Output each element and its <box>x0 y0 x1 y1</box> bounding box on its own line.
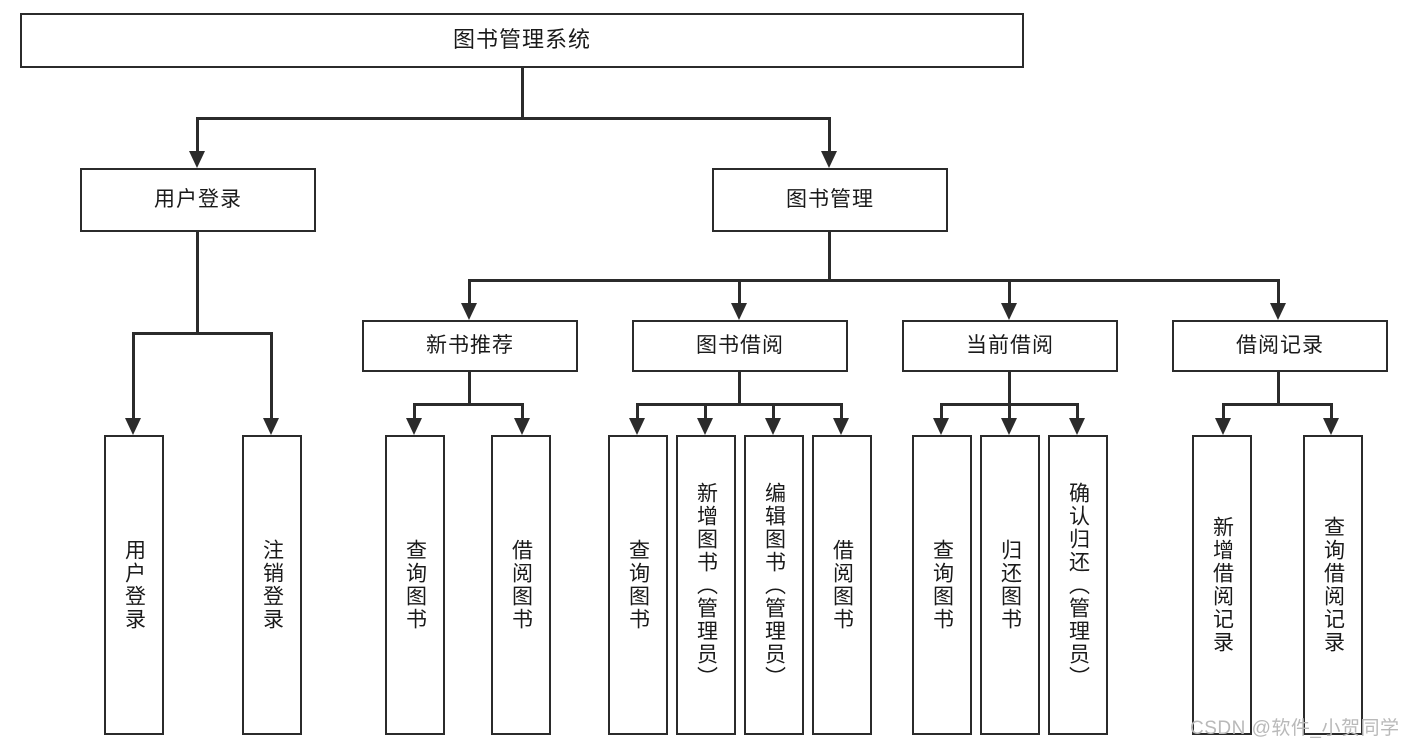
node-label: 新增图书（管理员） <box>694 481 718 689</box>
node-label: 图书借阅 <box>696 334 784 358</box>
arrowhead-cb-leaf-1 <box>933 418 949 435</box>
connector-bb-to-leaf-2 <box>704 403 707 418</box>
arrowhead-cb-leaf-2 <box>1001 418 1017 435</box>
leaf-query-book-1[interactable]: 查询图书 <box>385 435 445 735</box>
arrowhead-to-user-login <box>189 151 205 168</box>
connector-bb-to-leaf-1 <box>636 403 639 418</box>
arrowhead-to-leaf-user-logout <box>263 418 279 435</box>
connector-user-login-to-leaf-1 <box>132 332 135 418</box>
leaf-add-book[interactable]: 新增图书（管理员） <box>676 435 736 735</box>
connector-user-login-bus <box>132 332 273 335</box>
node-root-book-management-system[interactable]: 图书管理系统 <box>20 13 1024 68</box>
node-user-login[interactable]: 用户登录 <box>80 168 316 232</box>
connector-cb-to-leaf-3 <box>1076 403 1079 418</box>
node-label: 新增借阅记录 <box>1210 516 1234 654</box>
arrowhead-to-current-borrow <box>1001 303 1017 320</box>
arrowhead-br-leaf-2 <box>1323 418 1339 435</box>
arrowhead-bb-leaf-1 <box>629 418 645 435</box>
leaf-user-logout[interactable]: 注销登录 <box>242 435 302 735</box>
leaf-query-record[interactable]: 查询借阅记录 <box>1303 435 1363 735</box>
connector-root-to-user-login <box>196 117 199 151</box>
node-label: 图书管理系统 <box>452 27 591 53</box>
connector-new-book-recommend-bus <box>413 403 524 406</box>
node-label: 注销登录 <box>260 539 284 631</box>
connector-cb-to-leaf-1 <box>940 403 943 418</box>
leaf-return-book[interactable]: 归还图书 <box>980 435 1040 735</box>
arrowhead-cb-leaf-3 <box>1069 418 1085 435</box>
node-label: 查询图书 <box>403 539 427 631</box>
connector-br-to-leaf-2 <box>1330 403 1333 418</box>
connector-to-book-borrow <box>738 279 741 303</box>
node-borrow-record[interactable]: 借阅记录 <box>1172 320 1388 372</box>
connector-book-management-stem <box>828 232 831 280</box>
node-label: 新书推荐 <box>426 334 514 358</box>
connector-root-stem <box>521 68 524 118</box>
arrowhead-br-leaf-1 <box>1215 418 1231 435</box>
node-label: 查询图书 <box>626 539 650 631</box>
connector-bb-to-leaf-4 <box>840 403 843 418</box>
node-label: 确认归还（管理员） <box>1066 481 1090 689</box>
node-label: 归还图书 <box>998 539 1022 631</box>
node-new-book-recommend[interactable]: 新书推荐 <box>362 320 578 372</box>
leaf-user-login[interactable]: 用户登录 <box>104 435 164 735</box>
arrowhead-to-book-borrow <box>731 303 747 320</box>
leaf-edit-book[interactable]: 编辑图书（管理员） <box>744 435 804 735</box>
connector-book-borrow-stem <box>738 372 741 404</box>
node-label: 用户登录 <box>122 539 146 631</box>
connector-borrow-record-stem <box>1277 372 1280 404</box>
node-label: 借阅图书 <box>830 539 854 631</box>
connector-root-to-book-management <box>828 117 831 151</box>
node-label: 借阅记录 <box>1236 334 1324 358</box>
leaf-confirm-return[interactable]: 确认归还（管理员） <box>1048 435 1108 735</box>
node-label: 查询借阅记录 <box>1321 516 1345 654</box>
connector-bb-to-leaf-3 <box>772 403 775 418</box>
arrowhead-to-new-book-recommend <box>461 303 477 320</box>
connector-new-book-recommend-stem <box>468 372 471 404</box>
connector-to-current-borrow <box>1008 279 1011 303</box>
connector-user-login-stem <box>196 232 199 333</box>
connector-user-login-to-leaf-2 <box>270 332 273 418</box>
leaf-borrow-book-1[interactable]: 借阅图书 <box>491 435 551 735</box>
arrowhead-to-leaf-user-login <box>125 418 141 435</box>
arrowhead-to-book-management <box>821 151 837 168</box>
leaf-borrow-book-2[interactable]: 借阅图书 <box>812 435 872 735</box>
connector-root-bus <box>196 117 830 120</box>
connector-book-borrow-bus <box>636 403 843 406</box>
arrowhead-bb-leaf-3 <box>765 418 781 435</box>
node-label: 图书管理 <box>786 188 874 212</box>
connector-to-new-book-recommend <box>468 279 471 303</box>
arrowhead-nbr-leaf-1 <box>406 418 422 435</box>
node-label: 当前借阅 <box>966 334 1054 358</box>
arrowhead-nbr-leaf-2 <box>514 418 530 435</box>
connector-current-borrow-stem <box>1008 372 1011 404</box>
connector-borrow-record-bus <box>1222 403 1333 406</box>
node-label: 借阅图书 <box>509 539 533 631</box>
leaf-add-record[interactable]: 新增借阅记录 <box>1192 435 1252 735</box>
connector-nbr-to-leaf-2 <box>521 403 524 418</box>
arrowhead-bb-leaf-4 <box>833 418 849 435</box>
node-label: 查询图书 <box>930 539 954 631</box>
node-label: 编辑图书（管理员） <box>762 481 786 689</box>
arrowhead-to-borrow-record <box>1270 303 1286 320</box>
connector-book-management-bus <box>468 279 1280 282</box>
connector-to-borrow-record <box>1277 279 1280 303</box>
connector-cb-to-leaf-2 <box>1008 403 1011 418</box>
node-label: 用户登录 <box>154 188 242 212</box>
connector-br-to-leaf-1 <box>1222 403 1225 418</box>
node-book-management[interactable]: 图书管理 <box>712 168 948 232</box>
node-current-borrow[interactable]: 当前借阅 <box>902 320 1118 372</box>
connector-nbr-to-leaf-1 <box>413 403 416 418</box>
node-book-borrow[interactable]: 图书借阅 <box>632 320 848 372</box>
arrowhead-bb-leaf-2 <box>697 418 713 435</box>
leaf-query-book-2[interactable]: 查询图书 <box>608 435 668 735</box>
leaf-query-book-3[interactable]: 查询图书 <box>912 435 972 735</box>
